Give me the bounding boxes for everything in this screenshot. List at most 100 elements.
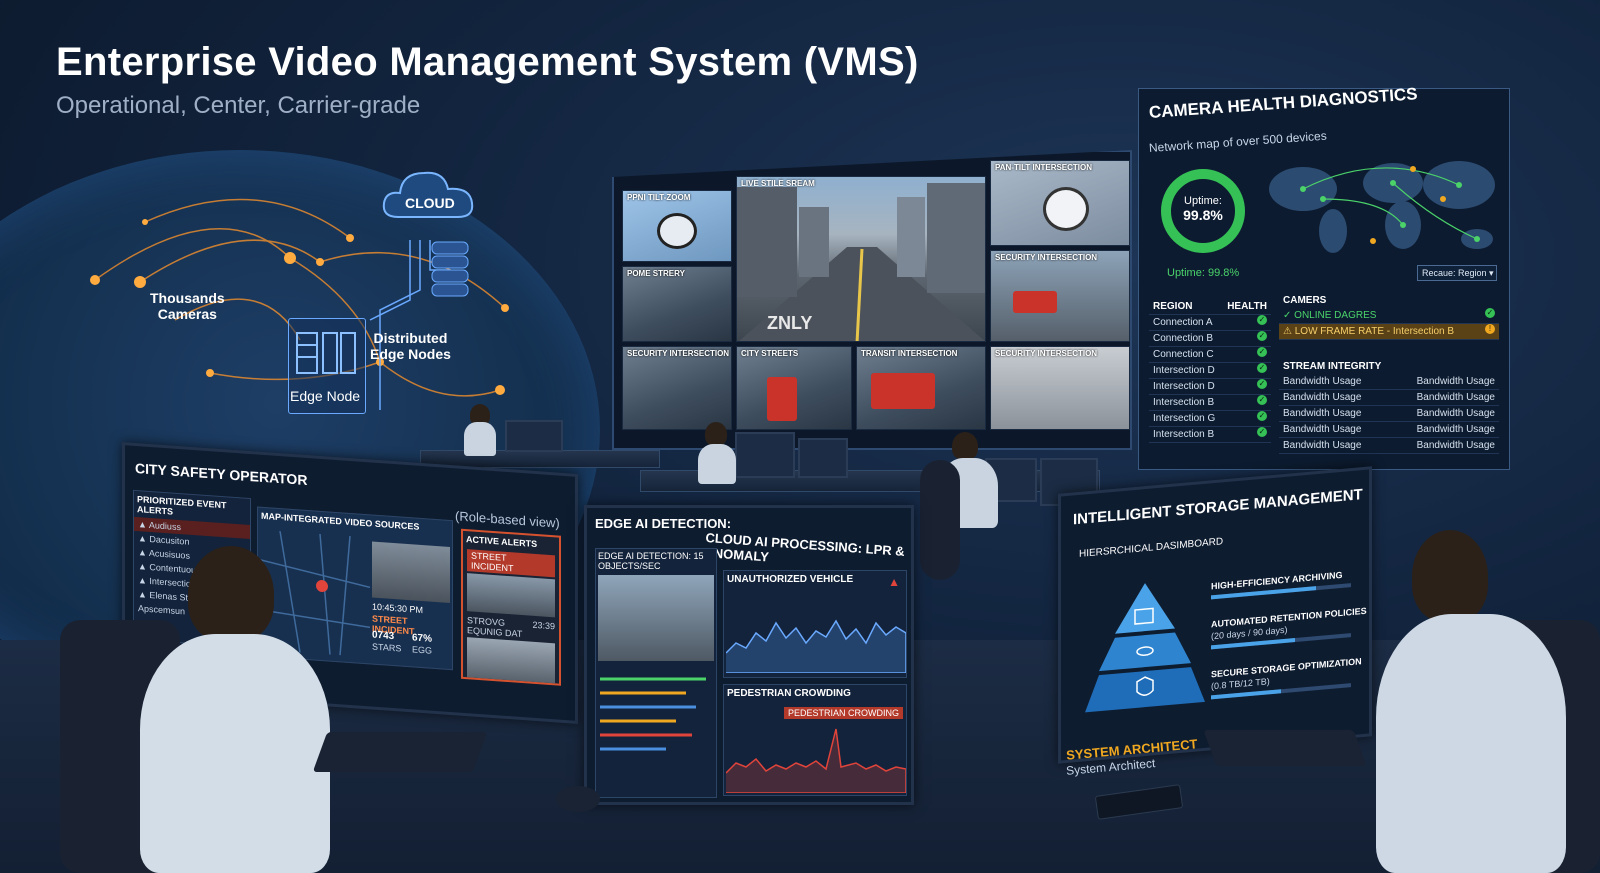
- incident-time: 10:45:30 PM: [372, 601, 424, 616]
- table-row[interactable]: Intersection D ✓: [1149, 363, 1271, 379]
- incident-thumbnail[interactable]: [372, 541, 450, 603]
- svg-text:ZNLY: ZNLY: [767, 313, 812, 333]
- region-name: Intersection D: [1153, 365, 1215, 376]
- camera-health-panel: CAMERA HEALTH DIAGNOSTICS Network map of…: [1138, 84, 1510, 470]
- check-icon: ✓: [1257, 395, 1267, 405]
- stat-value: 0743: [372, 629, 395, 643]
- operator-person: [952, 432, 978, 460]
- region-name: Intersection D: [1153, 381, 1215, 392]
- region-name: Connection B: [1153, 333, 1214, 344]
- map-video-panel: MAP-INTEGRATED VIDEO SOURCES 10:45:30 PM…: [257, 506, 453, 671]
- tile-label: SECURITY INTERSECTION: [995, 349, 1098, 358]
- edge-objects: EDGE AI DETECTION: 15 OBJECTS/SEC: [596, 549, 716, 573]
- strovs-label: STROVG EQUNIG DAT: [467, 615, 523, 640]
- keyboard[interactable]: [312, 732, 488, 772]
- chair: [920, 460, 960, 580]
- keyboard[interactable]: [1203, 730, 1367, 766]
- region-name: Connection C: [1153, 349, 1214, 360]
- check-icon: ✓: [1257, 411, 1267, 421]
- health-header: HEALTH: [1227, 301, 1267, 312]
- operator-person: [470, 404, 490, 426]
- uptime-gauge: [1161, 169, 1245, 253]
- tile-label: CITY STREETS: [741, 349, 799, 358]
- uptime-gauge-text: Uptime: 99.8%: [1161, 194, 1245, 222]
- cameras-status: CAMERS ✓ ONLINE DAGRES ✓ ⚠ LOW FRAME RAT…: [1279, 293, 1499, 340]
- pedestrian-badge[interactable]: PEDESTRIAN CROWDING: [784, 707, 904, 719]
- operator-person: [464, 422, 496, 456]
- tile-security-2[interactable]: SECURITY INTERSECTION: [622, 346, 732, 430]
- tile-label: SECURITY INTERSECTION: [627, 349, 730, 358]
- stream-cell: Bandwidth Usage: [1283, 408, 1362, 419]
- uptime-label: Uptime:: [1184, 195, 1222, 207]
- cameras-label: Thousands Cameras: [150, 290, 225, 322]
- back-monitor: [735, 432, 795, 478]
- strovs-time: 23:39: [532, 619, 555, 632]
- cloud-ai-title: CLOUD AI PROCESSING: LPR & ANOMALY: [703, 530, 906, 565]
- low-frame-text: ⚠ LOW FRAME RATE - Intersection B: [1283, 326, 1455, 337]
- city-map[interactable]: [260, 530, 370, 658]
- stream-cell: Bandwidth Usage: [1416, 424, 1495, 435]
- tile-pome-street[interactable]: POME STRERY: [622, 266, 732, 342]
- tile-ptz[interactable]: PPNI TILT-ZOOM: [622, 190, 732, 262]
- back-monitor: [505, 420, 563, 452]
- alert-thumbnail[interactable]: [467, 573, 555, 618]
- tile-label: SECURITY INTERSECTION: [995, 253, 1098, 262]
- low-frame-row[interactable]: ⚠ LOW FRAME RATE - Intersection B !: [1279, 324, 1499, 340]
- globe-network-lines: [90, 198, 509, 410]
- edge-ai-video[interactable]: [598, 575, 714, 661]
- tile-security-3[interactable]: SECURITY INTERSECTION: [990, 346, 1130, 430]
- tile-live-stream[interactable]: LIVE STILE SREAM ZNLY: [736, 176, 986, 342]
- region-name: Intersection G: [1153, 413, 1216, 424]
- tile-city-streets[interactable]: CITY STREETS: [736, 346, 852, 430]
- uptime-value: 99.8%: [1183, 207, 1223, 223]
- stream-cell: Bandwidth Usage: [1283, 440, 1362, 451]
- page-title: Enterprise Video Management System (VMS): [56, 40, 919, 84]
- mouse[interactable]: [556, 786, 600, 812]
- storage-title: INTELLIGENT STORAGE MANAGEMENT: [1073, 486, 1363, 529]
- table-row[interactable]: Connection C✓: [1149, 347, 1271, 363]
- edge-node-label: Edge Node: [290, 388, 361, 404]
- warning-icon: ▲: [888, 575, 900, 589]
- tile-pan-tilt[interactable]: PAN-TILT INTERSECTION: [990, 160, 1130, 246]
- table-row[interactable]: Intersection B✓: [1149, 395, 1271, 411]
- alert-label: Apscemsun: [138, 603, 186, 617]
- online-row[interactable]: ✓ ONLINE DAGRES ✓: [1279, 308, 1499, 324]
- region-select[interactable]: Recaue: Region ▾: [1417, 265, 1497, 281]
- back-monitor: [798, 438, 848, 478]
- table-row[interactable]: Intersection G ✓: [1149, 411, 1271, 427]
- operator-body: [140, 634, 330, 873]
- active-alerts-panel: ACTIVE ALERTS STREET INCIDENT STROVG EQU…: [461, 528, 561, 686]
- check-icon: ✓: [1257, 427, 1267, 437]
- tile-label: PPNI TILT-ZOOM: [627, 193, 691, 202]
- table-row[interactable]: Intersection B✓: [1149, 427, 1271, 443]
- alert-thumbnail[interactable]: [467, 637, 555, 684]
- check-icon: ✓: [1257, 363, 1267, 373]
- low-frame-label: LOW FRAME RATE - Intersection B: [1294, 326, 1455, 337]
- camera-dome-icon: [657, 213, 697, 249]
- secure-label: SECURE STORAGE OPTIMIZATION: [1211, 656, 1362, 680]
- stream-cell: Bandwidth Usage: [1416, 392, 1495, 403]
- cameras-header: CAMERS: [1283, 295, 1327, 306]
- region-name: Connection A: [1153, 317, 1213, 328]
- tile-label: TRANSIT INTERSECTION: [861, 349, 958, 358]
- unauthorized-label: UNAUTHORIZED VEHICLE: [727, 574, 854, 585]
- operator-person: [705, 422, 727, 446]
- operator-head: [1412, 530, 1488, 622]
- table-row[interactable]: Intersection D✓: [1149, 379, 1271, 395]
- check-icon: ✓: [1257, 331, 1267, 341]
- edge-ai-panel: EDGE AI DETECTION: 15 OBJECTS/SEC: [595, 548, 717, 798]
- storage-pyramid: [1085, 583, 1205, 713]
- table-row[interactable]: Connection B ✓: [1149, 331, 1271, 347]
- alert-label: Dacusiton: [149, 533, 190, 547]
- tile-transit[interactable]: TRANSIT INTERSECTION: [856, 346, 986, 430]
- edge-node-icon: [296, 332, 356, 374]
- warning-icon: !: [1485, 324, 1495, 334]
- region-header: REGION: [1153, 301, 1193, 312]
- storage-monitor: INTELLIGENT STORAGE MANAGEMENT HIERSRCHI…: [1058, 466, 1372, 764]
- table-row[interactable]: Connection A✓: [1149, 315, 1271, 331]
- pedestrian-line-chart: [726, 728, 906, 793]
- tile-security-1[interactable]: SECURITY INTERSECTION: [990, 250, 1130, 342]
